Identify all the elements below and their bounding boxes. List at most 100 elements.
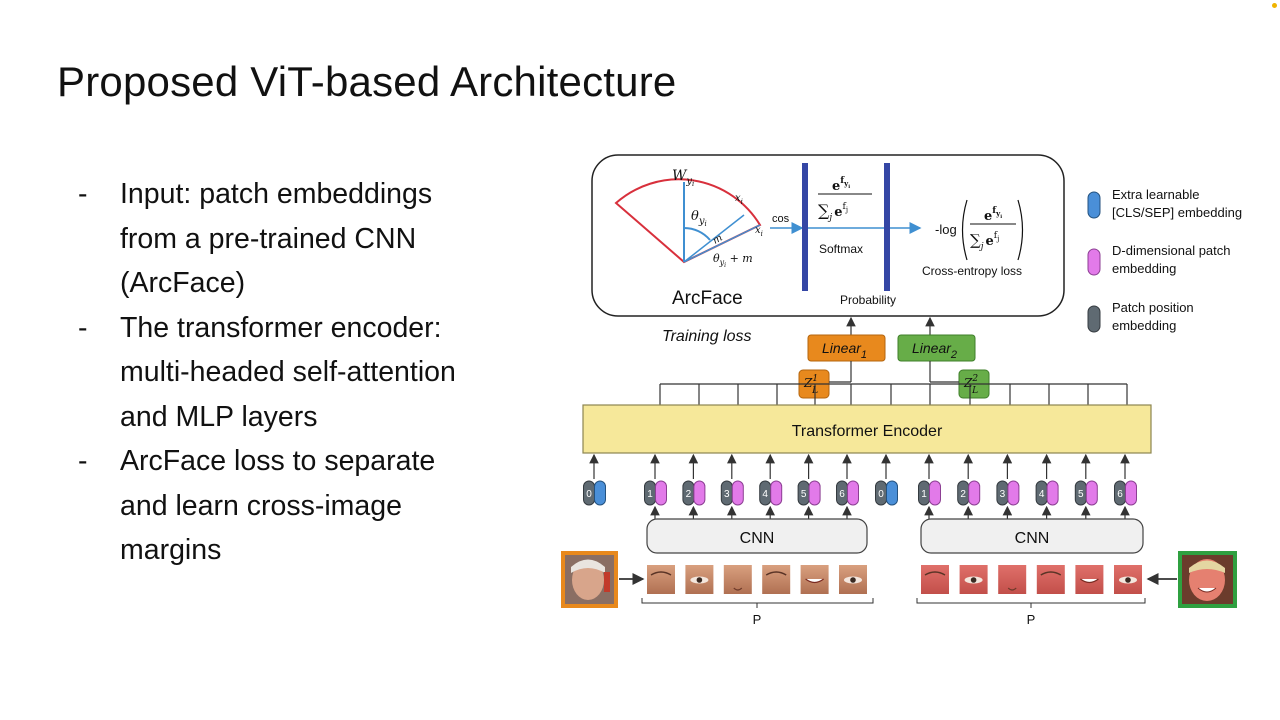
token-index: 6	[839, 489, 845, 500]
token-index: 6	[1117, 489, 1123, 500]
right-bracket	[916, 598, 1146, 608]
patch-embedding-token	[655, 480, 667, 506]
position-embedding-token: 4	[759, 480, 772, 506]
bullet-line: Input: patch embeddings	[120, 178, 433, 210]
left-face-patch	[839, 565, 867, 594]
right-face-patch	[1114, 565, 1142, 594]
right-face-patch	[921, 565, 949, 594]
cnn-left-box	[646, 518, 868, 554]
legend-line: Extra learnable	[1112, 187, 1199, 202]
left-face-patch	[723, 565, 752, 594]
gray-capsule-icon	[1087, 305, 1101, 333]
bullet-dash: -	[78, 178, 88, 210]
ce-loss-label: Cross-entropy loss	[922, 264, 1022, 278]
token-embeddings: 0 1 2 3 4 5 6 0 1 2 3 4 5 6	[583, 453, 1137, 519]
cls-embedding-token	[594, 480, 606, 506]
patch-embedding-token	[731, 480, 744, 506]
linear1-box	[807, 334, 886, 362]
theta-m-label: θyi + m	[713, 252, 753, 269]
position-embedding-token: 0	[875, 480, 887, 506]
xi-label-top: xi	[735, 193, 743, 206]
token-index: 5	[1078, 489, 1084, 500]
position-embedding-token: 3	[720, 480, 733, 506]
token-index: 4	[762, 489, 768, 500]
patch-embedding-token	[770, 480, 783, 506]
bullet-dash: -	[78, 445, 88, 477]
softmax-bar-left	[802, 163, 808, 291]
position-embedding-token: 6	[1114, 480, 1126, 506]
p-left-label: P	[753, 612, 762, 627]
left-face-patch	[762, 565, 791, 594]
token-index: 0	[878, 489, 884, 500]
patch-embedding-token	[1046, 480, 1059, 506]
arcface-sector-diagram	[614, 178, 762, 264]
legend-line: embedding	[1112, 318, 1176, 333]
cls-embedding-token	[886, 480, 898, 506]
left-face-image	[561, 551, 618, 608]
training-loss-label: Training loss	[662, 328, 752, 345]
bullet-item: - ArcFace loss to separate and learn cro…	[78, 439, 538, 573]
xi-label-right: xi	[755, 225, 763, 238]
arcface-loss-box	[591, 154, 1065, 317]
bullet-line: from a pre-trained CNN	[120, 222, 417, 255]
position-embedding-token: 1	[918, 480, 930, 506]
patch-embedding-token	[847, 480, 859, 506]
slide-title: Proposed ViT-based Architecture	[57, 58, 677, 105]
face-patches	[647, 565, 1142, 594]
cnn-left-label: CNN	[740, 530, 775, 547]
left-face-patch	[800, 565, 829, 594]
bullet-dash: -	[78, 311, 88, 344]
position-embedding-token: 2	[682, 480, 695, 506]
token-index: 1	[921, 489, 927, 500]
bullet-line: multi-headed self-attention	[120, 356, 456, 388]
linear2-label: Linear2	[912, 340, 957, 361]
position-embedding-token: 3	[996, 480, 1009, 506]
token-index: 2	[686, 489, 692, 500]
patch-embedding-token	[929, 480, 941, 506]
patch-embedding-token	[968, 480, 981, 506]
bullet-line: margins	[120, 534, 222, 566]
right-face-patch	[1036, 565, 1065, 594]
ce-numerator: efyi	[984, 206, 1002, 224]
legend-line: Patch position	[1112, 300, 1194, 315]
position-embedding-token: 6	[836, 480, 848, 506]
position-embedding-token: 1	[644, 480, 656, 506]
bullet-line: ArcFace loss to separate	[120, 445, 436, 477]
patch-embedding-token	[1085, 480, 1098, 506]
encoder-output-lines	[659, 383, 1128, 405]
legend-line: [CLS/SEP] embedding	[1112, 205, 1242, 220]
bullet-item: - Input: patch embeddings from a pre-tra…	[78, 172, 538, 306]
right-face-image	[1178, 551, 1237, 608]
log-prefix: -log	[935, 222, 957, 237]
patch-embedding-token	[808, 480, 821, 506]
transformer-encoder-label: Transformer Encoder	[792, 423, 943, 440]
blue-capsule-icon	[1087, 191, 1101, 219]
probability-label: Probability	[840, 293, 896, 307]
corner-dot-icon	[1272, 3, 1277, 8]
right-face-patch	[1075, 565, 1104, 594]
right-face-patch	[959, 565, 988, 594]
token-index: 1	[647, 489, 653, 500]
cos-label: cos	[772, 213, 790, 225]
token-index: 3	[1000, 489, 1006, 500]
legend: Extra learnable [CLS/SEP] embedding D-di…	[1087, 187, 1242, 333]
patch-embedding-token	[1007, 480, 1020, 506]
position-embedding-token: 5	[797, 480, 810, 506]
token-index: 5	[801, 489, 807, 500]
transformer-encoder-box	[582, 404, 1152, 454]
position-embedding-token: 5	[1074, 480, 1087, 506]
position-embedding-token: 0	[583, 480, 595, 506]
position-embedding-token: 2	[957, 480, 970, 506]
theta-label: θyi	[691, 209, 707, 228]
bullet-list: - Input: patch embeddings from a pre-tra…	[78, 172, 538, 573]
bullet-line: and learn cross-image	[120, 489, 402, 522]
softmax-bar-right	[884, 163, 890, 291]
linear2-box	[897, 334, 976, 362]
position-embedding-token: 4	[1035, 480, 1048, 506]
cnn-right-label: CNN	[1015, 530, 1050, 547]
linear1-label: Linear1	[822, 340, 867, 361]
pink-capsule-icon	[1087, 248, 1101, 276]
